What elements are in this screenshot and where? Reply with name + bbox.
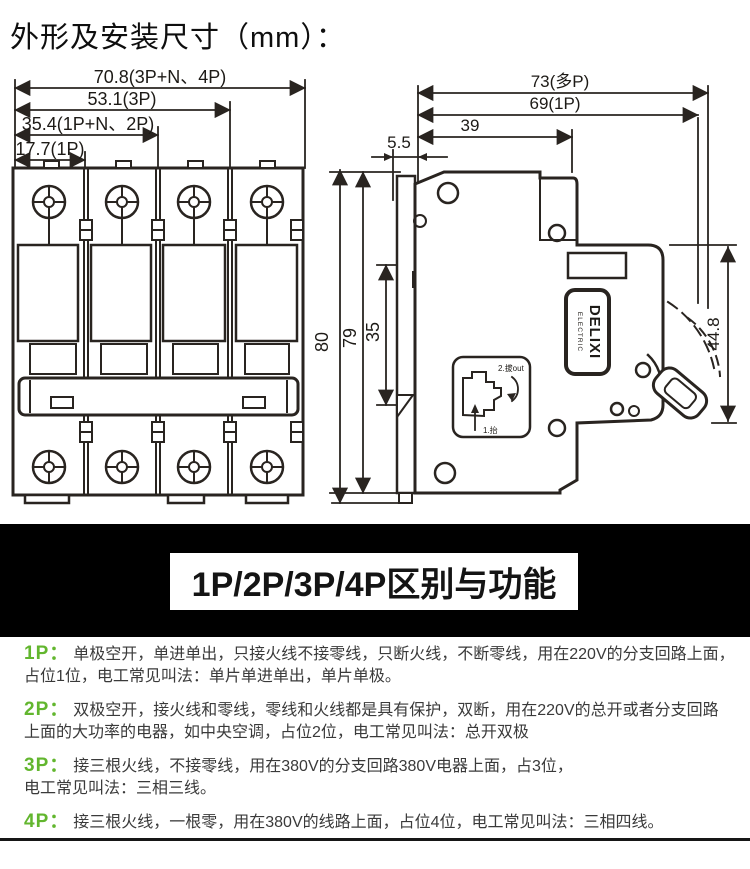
dim-rail-offset: 5.5 (387, 133, 411, 152)
dim-width-4p: 70.8(3P+N、4P) (94, 67, 227, 87)
dim-depth-1p: 69(1P) (529, 94, 580, 113)
dim-body-height: 79 (340, 328, 360, 348)
section-4p: 4P：接三根火线，一根零，用在380V的线路上面，占位4位，电工常见叫法：三相四… (24, 811, 742, 834)
mounting-inset: 2.拔out 1.抬 (451, 355, 532, 439)
dim-width-1p: 17.7(1P) (15, 139, 84, 159)
section-1p-text: 单极空开，单进单出，只接火线不接零线，只断火线，不断零线，用在220V的分支回路… (24, 646, 735, 685)
section-banner: 1P/2P/3P/4P区别与功能 (0, 524, 750, 637)
page-title: 外形及安装尺寸（mm）： (10, 22, 346, 54)
section-3p: 3P：接三根火线，不接零线，用在380V的分支回路380V电器上面，占3位， 电… (24, 755, 742, 800)
section-3p-label: 3P： (24, 755, 70, 776)
section-2p-label: 2P： (24, 699, 70, 720)
section-4p-label: 4P： (24, 811, 70, 832)
brand-sub: ELECTRIC (576, 312, 583, 352)
front-breaker-body (11, 160, 305, 505)
dim-width-2p: 35.4(1P+N、2P) (22, 114, 155, 134)
brand-label: DELIXI ELECTRIC (564, 288, 611, 376)
inset-step1-label: 1.抬 (483, 425, 498, 435)
dim-front-height: 44.8 (704, 317, 723, 350)
dimension-drawings: 70.8(3P+N、4P) 53.1(3P) 35.4(1P+N、2P) 17.… (11, 67, 737, 505)
section-2p: 2P：双极空开，接火线和零线，零线和火线都是具有保护，双断，用在220V的总开或… (24, 699, 742, 744)
pole-descriptions: 1P：单极空开，单进单出，只接火线不接零线，只断火线，不断零线，用在220V的分… (0, 643, 750, 845)
dim-rail-height: 35 (363, 322, 383, 342)
brand-name: DELIXI (586, 305, 603, 359)
bottom-divider (0, 838, 750, 841)
front-height-dimension (669, 244, 737, 424)
front-view-drawing: 70.8(3P+N、4P) 53.1(3P) 35.4(1P+N、2P) 17.… (11, 67, 306, 505)
banner-title: 1P/2P/3P/4P区别与功能 (191, 566, 557, 604)
side-breaker-body: DELIXI ELECTRIC 2.拔out 1.抬 (395, 170, 722, 504)
banner-box: 1P/2P/3P/4P区别与功能 (170, 553, 578, 610)
dim-depth-multi: 73(多P) (531, 72, 590, 91)
inset-step2-label: 2.拔out (498, 363, 525, 373)
section-2p-text: 双极空开，接火线和零线，零线和火线都是具有保护，双断，用在220V的总开或者分支… (24, 702, 719, 741)
section-3p-text: 接三根火线，不接零线，用在380V的分支回路380V电器上面，占3位， 电工常见… (24, 758, 573, 797)
dim-overall-height: 80 (312, 332, 332, 352)
dim-width-3p: 53.1(3P) (87, 89, 156, 109)
side-view-drawing: 80 79 35 73(多P) 69(1P) 39 5.5 (312, 72, 737, 504)
section-1p-label: 1P： (24, 643, 70, 664)
toggle-lever (646, 300, 722, 420)
section-4p-text: 接三根火线，一根零，用在380V的线路上面，占位4位，电工常见叫法：三相四线。 (73, 814, 664, 831)
toggle-bar (17, 376, 300, 417)
dim-top-depth: 39 (461, 116, 480, 135)
section-1p: 1P：单极空开，单进单出，只接火线不接零线，只断火线，不断零线，用在220V的分… (24, 643, 742, 688)
